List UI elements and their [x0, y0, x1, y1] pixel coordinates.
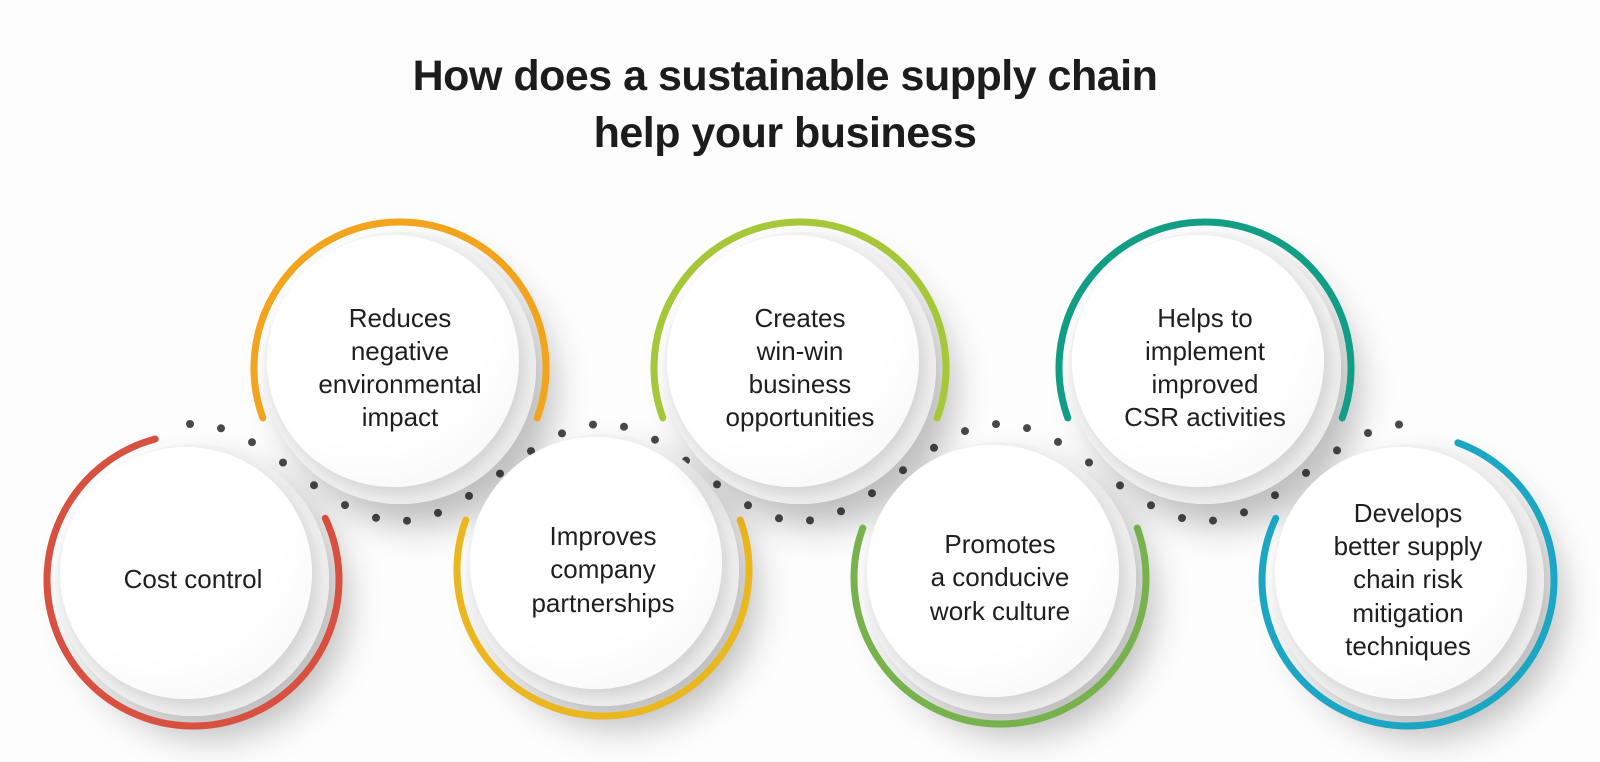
node-label: Helps to implement improved CSR activiti… [1124, 302, 1286, 433]
node-ring-arc [453, 516, 753, 720]
connector-dot [868, 489, 876, 498]
connector-dot [465, 491, 473, 500]
connector-dot [310, 481, 318, 490]
connector-dot [217, 424, 225, 433]
node-ring-arc [250, 218, 550, 422]
node-label: Improves company partnerships [531, 521, 675, 618]
node-work-culture: Promotes a conducive work culture [850, 428, 1150, 728]
connector-dot [1178, 514, 1186, 522]
node-label: Reduces negative environmental impact [318, 302, 482, 433]
connector-dot [496, 469, 504, 478]
connector-dot [1054, 437, 1062, 446]
node-disc [1272, 444, 1544, 716]
connector-dot [589, 420, 597, 429]
connector-dot [186, 420, 194, 428]
connector-dot [961, 427, 969, 436]
connector-dot [1364, 429, 1372, 437]
connector-dot [651, 435, 659, 444]
node-ring-arc [850, 524, 1150, 728]
node-label: Creates win-win business opportunities [725, 302, 875, 433]
connector-dot [1333, 446, 1341, 455]
page-title: How does a sustainable supply chain help… [412, 52, 1158, 158]
node-disc [467, 434, 739, 706]
connector-dot [1085, 458, 1093, 467]
node-company-partnerships: Improves company partnerships [453, 420, 753, 720]
node-ring-arc [43, 435, 343, 730]
connector-dot [1116, 481, 1124, 490]
node-disc [864, 442, 1136, 714]
node-risk-mitigation: Develops better supply chain risk mitiga… [1258, 430, 1558, 730]
node-cost-control: Cost control [43, 430, 343, 730]
connector-dot [1302, 468, 1310, 477]
connector-dot [1240, 508, 1248, 517]
connector-dot [558, 429, 566, 438]
connector-dot [1147, 501, 1155, 510]
node-disc [264, 232, 536, 504]
node-label: Promotes a conducive work culture [929, 529, 1071, 626]
connector-dot [899, 466, 907, 475]
node-label: Develops better supply chain risk mitiga… [1333, 498, 1483, 661]
connector-dot [1023, 424, 1031, 433]
node-csr-activities: Helps to implement improved CSR activiti… [1055, 218, 1355, 518]
node-ring-arc [650, 218, 950, 422]
node-disc [57, 444, 329, 716]
connector-dot [992, 420, 1000, 429]
node-business-opportunities: Creates win-win business opportunities [650, 218, 950, 518]
node-environmental-impact: Reduces negative environmental impact [250, 218, 550, 518]
connector-dot [403, 516, 411, 525]
connector-dot [744, 501, 752, 510]
node-disc [664, 232, 936, 504]
connector-dot [837, 507, 845, 516]
connector-dot [775, 514, 783, 523]
connector-dot [434, 508, 442, 517]
node-disc [1069, 232, 1341, 504]
connector-dot [806, 516, 814, 525]
node-ring-arc [1055, 218, 1355, 422]
connector-dot [1395, 420, 1403, 429]
connector-dot [1209, 516, 1217, 525]
connector-dot [620, 422, 628, 431]
connector-dot [1271, 491, 1279, 500]
connector-dot [713, 480, 721, 489]
node-ring-arc [1258, 439, 1558, 730]
connector-dot [930, 443, 938, 452]
connector-dot [248, 438, 256, 447]
connector-dot [341, 501, 349, 510]
connector-dot [279, 458, 287, 467]
connector-dot [372, 513, 380, 522]
node-label: Cost control [123, 564, 263, 595]
